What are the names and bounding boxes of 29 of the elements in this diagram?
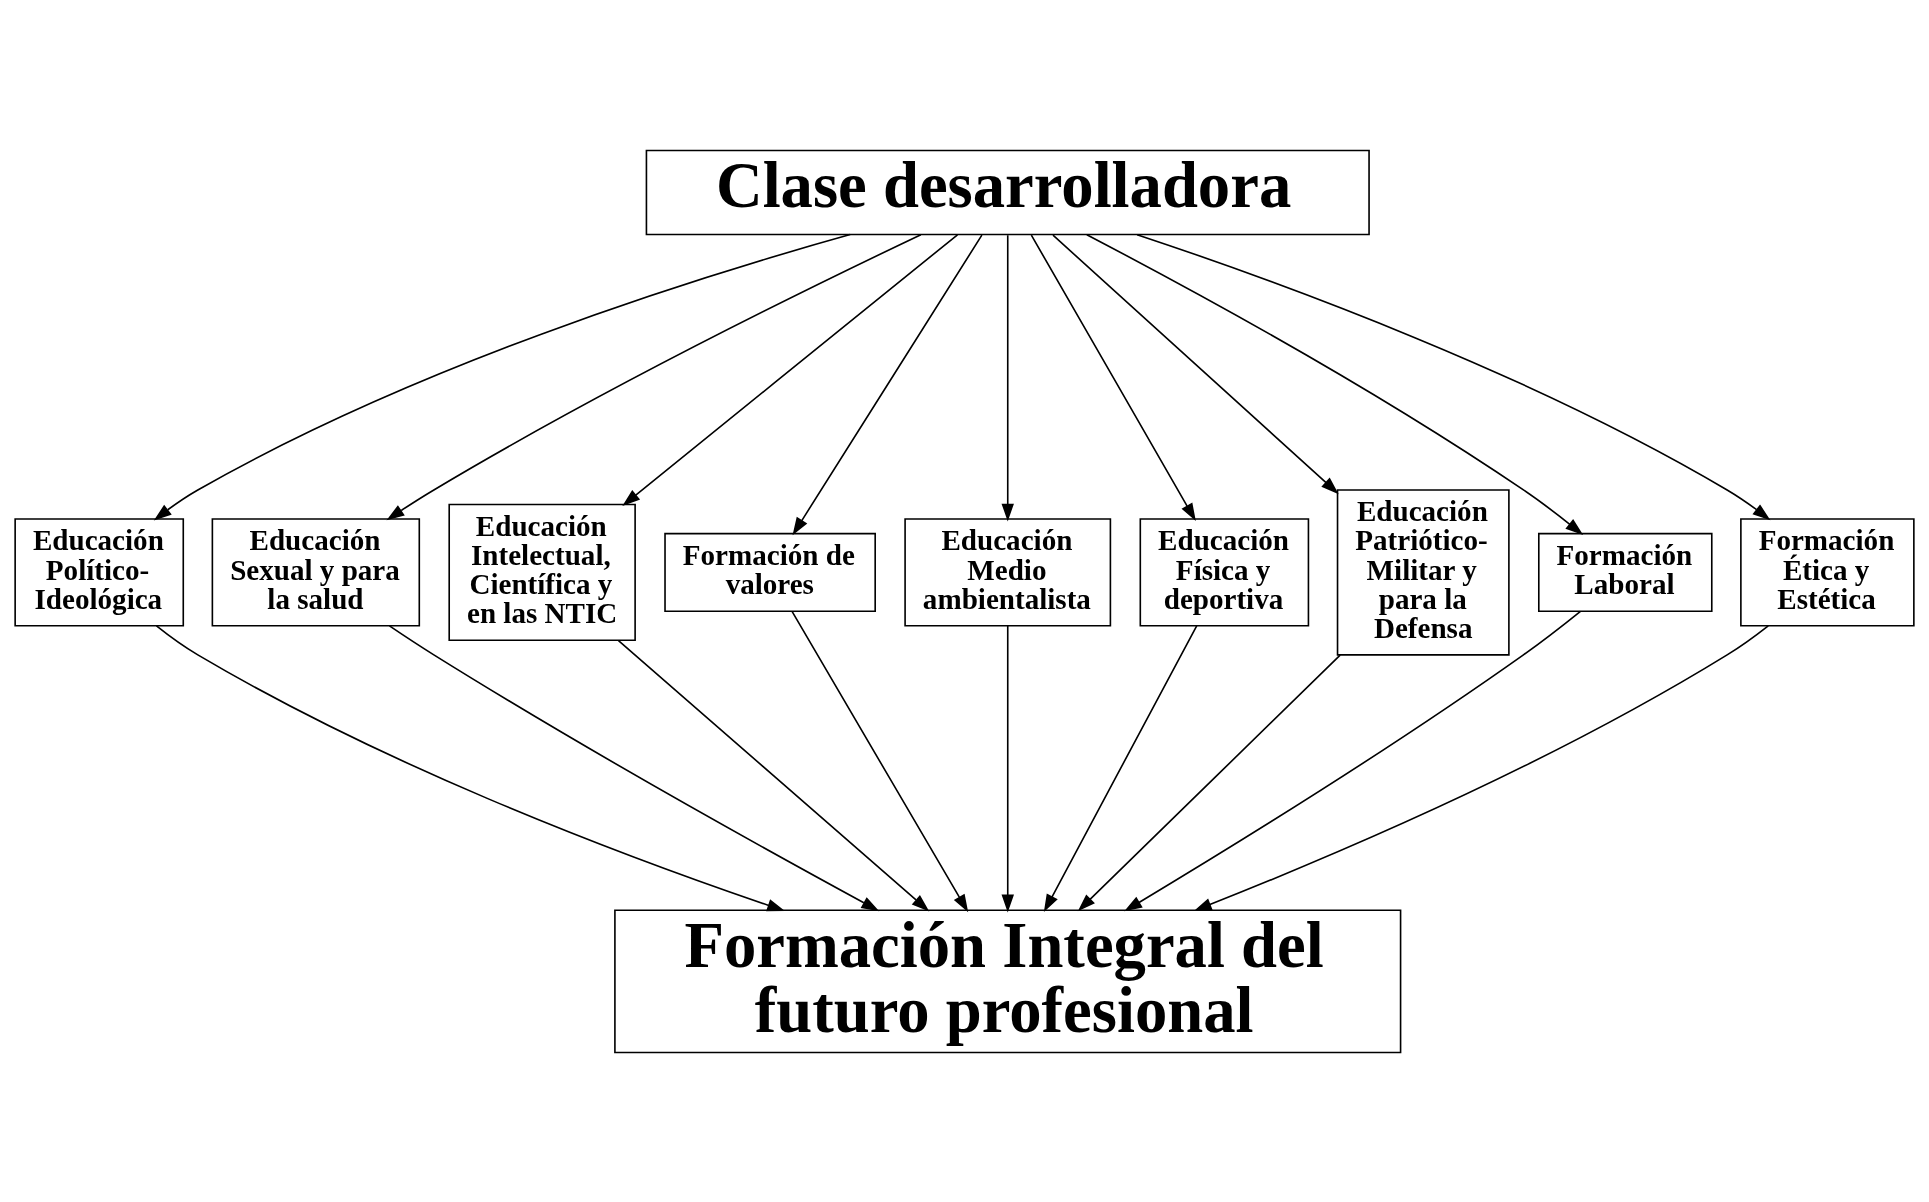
arrow [792, 233, 983, 535]
arrow [1136, 233, 1771, 520]
node-box: Formación Ética y Estética [1740, 517, 1915, 627]
node-box: Educación Sexual y para la salud [211, 517, 421, 627]
arrow [1086, 233, 1584, 535]
arrow [386, 233, 922, 520]
node-box: Formación de valores [664, 532, 876, 612]
node-box: Educación Político-Ideológica [14, 517, 185, 627]
arrow [622, 233, 959, 506]
node-box: Educación Intelectual, Científica y en las NTIC [448, 503, 636, 641]
node-box: Educación Patriótico-Militar y para la Defensa [1336, 488, 1510, 656]
node-box: Formación Laboral [1538, 532, 1713, 612]
arrow [155, 624, 785, 911]
node-box: Educación Física y deportiva [1139, 517, 1310, 627]
arrow [1193, 624, 1770, 911]
arrow [1043, 624, 1198, 912]
arrow [388, 624, 880, 911]
arrow [1001, 624, 1014, 912]
node-box: Clase desarrolladora [645, 149, 1370, 235]
arrow [1001, 233, 1014, 521]
arrow [1030, 233, 1196, 521]
arrow [1077, 653, 1341, 911]
arrow [1052, 233, 1339, 494]
node-box: Formación Integral del futuro profesional [614, 908, 1402, 1053]
arrow [791, 610, 969, 912]
arrow [1124, 610, 1582, 911]
node-box: Educación Medio ambientalista [904, 517, 1112, 627]
arrow [617, 639, 930, 911]
arrow [153, 233, 851, 521]
